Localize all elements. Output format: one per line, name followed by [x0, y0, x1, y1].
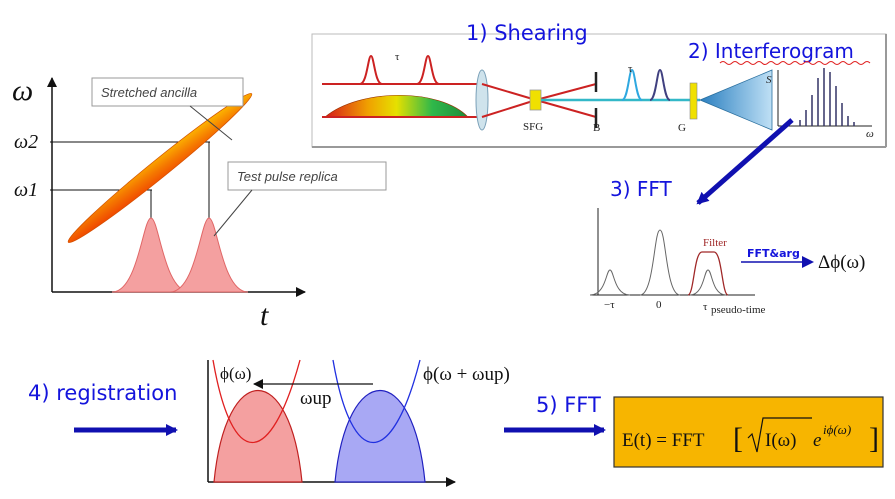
interferogram-s-label: S: [766, 74, 772, 86]
fft-pseudo-time: pseudo-time: [711, 304, 765, 316]
omega1-label: ω1: [14, 179, 38, 201]
sfg-pulse-2: [649, 68, 671, 101]
ancilla-pointer: [189, 105, 233, 141]
interferogram-fringes: [799, 68, 855, 126]
registration-plot: ϕ(ω) ϕ(ω + ωup) ωup: [207, 359, 510, 487]
step-2-interferogram: 2) Interferogram: [688, 39, 854, 63]
formula-lhs: E(t) = FFT: [622, 430, 705, 451]
grating-label: G: [678, 122, 686, 134]
step-1-shearing: 1) Shearing: [466, 21, 588, 45]
pulse-replica-2: [169, 217, 249, 293]
stretched-ancilla-ellipse: [67, 93, 253, 243]
formula-exponent: iϕ(ω): [823, 422, 851, 437]
phi-right-label: ϕ(ω + ωup): [423, 364, 510, 385]
y-axis-label: ω: [12, 74, 33, 107]
step-4-registration: 4) registration: [28, 381, 177, 405]
step-3-fft: 3) FFT: [610, 177, 673, 201]
fft-peak-center: [639, 229, 681, 296]
formula-background: [613, 396, 884, 468]
omega2-label: ω2: [14, 131, 38, 153]
stretched-ancilla-label: Stretched ancilla: [101, 85, 197, 100]
step-5-fft: 5) FFT: [536, 393, 601, 417]
formula-box: E(t) = FFT [ I(ω) e iϕ(ω) ]: [613, 396, 884, 468]
fft-filter-label: Filter: [703, 237, 727, 249]
formula-exp-base: e: [813, 430, 821, 451]
test-pulse-label: Test pulse replica: [237, 169, 338, 184]
sqrt-sign: [747, 417, 812, 453]
red-phase-curve: [212, 359, 301, 443]
lens: [475, 69, 489, 131]
setup-pulse-1: [359, 54, 383, 85]
setup-frame: [311, 33, 887, 148]
interferogram-omega-label: ω: [866, 128, 874, 140]
omega-up-label: ωup: [300, 388, 332, 409]
block-label: B: [593, 122, 600, 134]
spellcheck-underline: [719, 61, 871, 65]
sfg-label: SFG: [523, 121, 543, 133]
sfg-crystal: [529, 89, 542, 111]
chirped-ancilla-spectrum: [324, 95, 469, 118]
setup-tau-right: τ: [628, 63, 633, 75]
shearing-setup: τ SFG B τ G S ω: [311, 33, 887, 148]
blue-phase-curve: [332, 359, 421, 443]
svg-text:]: ]: [869, 422, 879, 455]
fft-peak-pos: [689, 269, 727, 296]
svg-text:[: [: [733, 422, 743, 455]
fft-tick-tau: τ: [703, 301, 708, 313]
fft-plot: Filter −τ 0 τ pseudo-time FFT&arg Δϕ(ω): [589, 208, 865, 316]
interferogram-to-fft-arrow: [696, 118, 794, 205]
blue-spectrum: [334, 389, 426, 483]
delta-phi-label: Δϕ(ω): [818, 252, 865, 273]
sfg-pulse-1: [621, 68, 643, 101]
pulse-replica-1: [111, 217, 191, 293]
phi-left-label: ϕ(ω): [220, 364, 251, 383]
fft-filter-window: [687, 251, 729, 296]
grating: [689, 82, 698, 120]
stretched-ancilla-box: [91, 77, 244, 107]
fft-tick-neg-tau: −τ: [604, 299, 615, 311]
fft-tick-zero: 0: [656, 299, 662, 311]
test-pulse-box: [227, 161, 387, 191]
left-plot: ω t ω2 ω1 Stretched ancilla Test pulse r…: [12, 74, 387, 332]
red-spectrum: [213, 389, 303, 483]
test-pulse-pointer: [213, 189, 253, 237]
fft-peak-neg: [589, 269, 631, 296]
x-axis-label: t: [260, 299, 269, 332]
diffracted-beam-cone: [698, 69, 773, 131]
setup-pulse-2: [416, 54, 440, 85]
formula-sqrt-arg: I(ω): [765, 430, 797, 451]
fft-arg-label: FFT&arg: [747, 247, 800, 260]
setup-tau-left: τ: [395, 51, 400, 63]
